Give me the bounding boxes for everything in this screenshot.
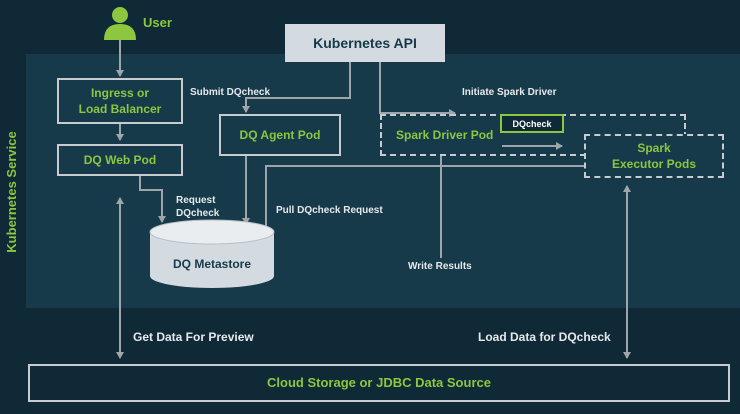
kubernetes-service-panel	[26, 54, 740, 308]
kubernetes-api-node: Kubernetes API	[285, 24, 445, 62]
initiate-spark-driver-label: Initiate Spark Driver	[462, 87, 557, 98]
dq-agent-pod-node: DQ Agent Pod	[219, 114, 341, 156]
ingress-node: Ingress or Load Balancer	[57, 78, 183, 124]
edge-executors-to-metastore	[262, 165, 584, 245]
spark-driver-pod-label: Spark Driver Pod	[396, 128, 494, 142]
spark-executor-pods-node: Spark Executor Pods	[584, 134, 724, 178]
write-results-label: Write Results	[408, 261, 472, 272]
get-data-for-preview-label: Get Data For Preview	[133, 330, 254, 344]
submit-dqcheck-label: Submit DQcheck	[190, 87, 271, 98]
load-data-for-dqcheck-label: Load Data for DQcheck	[478, 330, 611, 344]
dq-metastore-label: DQ Metastore	[172, 257, 252, 271]
user-icon	[104, 7, 136, 40]
user-label: User	[143, 15, 172, 30]
dq-web-pod-node: DQ Web Pod	[57, 144, 183, 176]
edge-api-to-driver	[379, 62, 456, 117]
request-dqcheck-label: Request DQcheck	[176, 195, 220, 219]
edge-api-to-agent	[242, 62, 351, 113]
dqcheck-tag: DQcheck	[500, 114, 564, 133]
pull-dqcheck-request-label: Pull DQcheck Request	[276, 205, 383, 216]
dq-metastore-cylinder	[149, 219, 275, 288]
edge-web-to-metastore	[139, 174, 166, 223]
cloud-storage-node: Cloud Storage or JDBC Data Source	[28, 364, 730, 402]
